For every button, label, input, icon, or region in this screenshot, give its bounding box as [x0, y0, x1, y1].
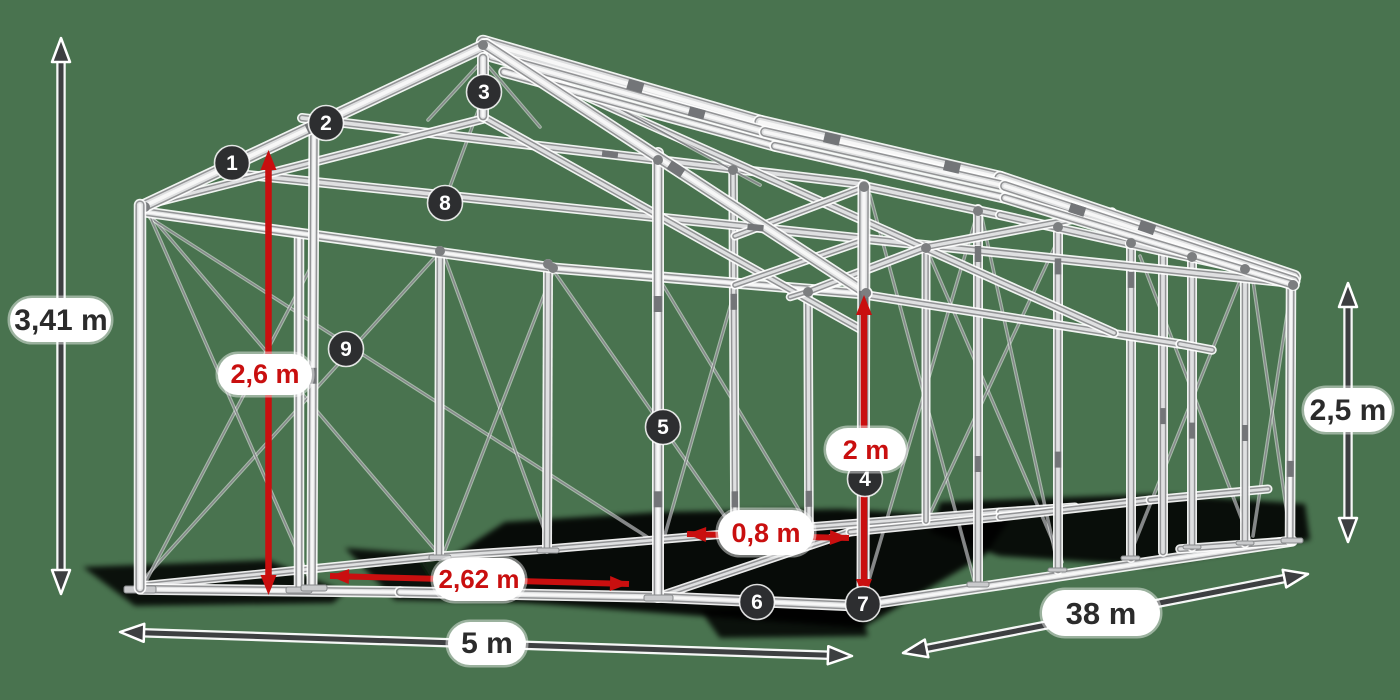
svg-text:4: 4	[859, 468, 871, 491]
svg-text:8: 8	[439, 192, 451, 215]
svg-text:2,5 m: 2,5 m	[1310, 394, 1387, 427]
svg-text:2,62 m: 2,62 m	[439, 564, 520, 594]
svg-text:38 m: 38 m	[1066, 596, 1137, 631]
svg-text:9: 9	[340, 338, 352, 361]
svg-text:7: 7	[857, 593, 869, 616]
svg-text:0,8 m: 0,8 m	[731, 518, 800, 548]
svg-text:3: 3	[478, 81, 490, 104]
svg-text:1: 1	[226, 152, 238, 175]
svg-text:2,6 m: 2,6 m	[230, 359, 299, 389]
svg-text:3,41 m: 3,41 m	[14, 304, 107, 337]
svg-text:2: 2	[320, 112, 332, 135]
svg-text:6: 6	[751, 591, 763, 614]
svg-text:5 m: 5 m	[461, 627, 513, 660]
svg-text:2 m: 2 m	[843, 435, 890, 465]
svg-text:5: 5	[657, 416, 669, 439]
